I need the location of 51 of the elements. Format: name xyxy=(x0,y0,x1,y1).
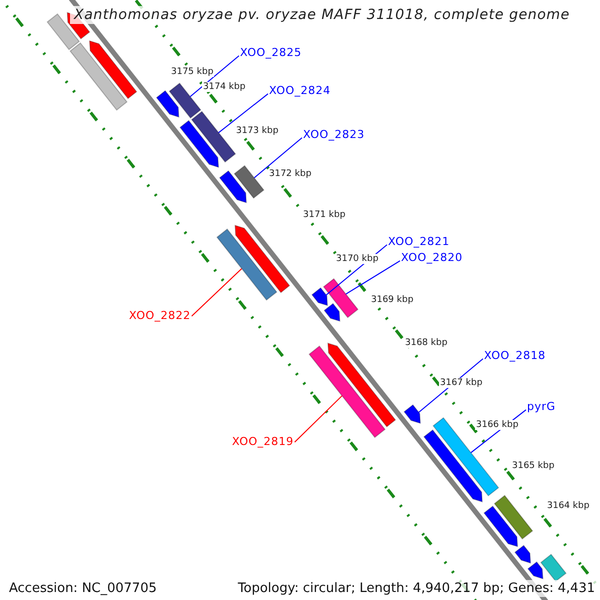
gene-feature xyxy=(234,165,264,199)
gene-feature xyxy=(179,120,220,168)
scale-label: 3169 kbp xyxy=(370,295,414,305)
leader-line xyxy=(218,93,268,134)
gene-feature xyxy=(168,82,202,119)
gene-feature xyxy=(308,345,386,438)
gene-label: XOO_2821 xyxy=(388,235,450,248)
gene-feature xyxy=(540,554,567,582)
scale-label: 3164 kbp xyxy=(546,501,590,511)
scale-label: 3167 kbp xyxy=(439,378,484,388)
gene-feature xyxy=(216,228,278,301)
gene-feature xyxy=(432,417,500,496)
scale-label: 3172 kbp xyxy=(268,169,312,179)
gene-feature xyxy=(156,90,180,118)
gene-feature xyxy=(514,544,532,564)
gene-label: XOO_2823 xyxy=(303,128,365,141)
gene-feature xyxy=(311,287,328,306)
gene-feature xyxy=(404,404,421,424)
info-text: Topology: circular; Length: 4,940,217 bp; Genes: 4,431 xyxy=(234,580,598,597)
leader-line xyxy=(254,137,302,178)
scale-label: 3168 kbp xyxy=(404,338,448,348)
leader-line xyxy=(190,55,240,98)
scale-label: 3174 kbp xyxy=(202,82,246,92)
gene-feature xyxy=(423,429,483,502)
leader-line xyxy=(191,268,242,317)
gene-label: XOO_2825 xyxy=(240,46,302,59)
scale-label: 3171 kbp xyxy=(302,210,346,220)
gene-feature xyxy=(191,110,236,163)
gene-label: XOO_2822 xyxy=(129,309,191,322)
scale-label: 3175 kbp xyxy=(170,67,214,77)
gene-label: XOO_2818 xyxy=(484,349,546,362)
gene-label: XOO_2819 xyxy=(232,435,294,448)
scale-label: 3173 kbp xyxy=(235,126,280,136)
gene-label: pyrG xyxy=(527,400,556,413)
scale-label: 3165 kbp xyxy=(511,461,556,471)
gene-feature xyxy=(494,494,534,540)
gene-label: XOO_2824 xyxy=(269,84,331,97)
gene-label: XOO_2820 xyxy=(401,251,463,264)
gene-feature xyxy=(324,302,340,322)
scale-label: 3170 kbp xyxy=(335,254,380,264)
gene-feature xyxy=(322,278,359,318)
gene-feature xyxy=(327,342,396,428)
gene-feature xyxy=(89,40,138,100)
scale-label: 3166 kbp xyxy=(475,420,520,430)
gene-feature xyxy=(527,561,544,580)
gene-feature xyxy=(483,506,518,548)
leader-line xyxy=(294,395,342,443)
gene-feature xyxy=(70,42,128,111)
gene-feature xyxy=(219,170,247,204)
gene-feature xyxy=(234,224,290,294)
leader-line xyxy=(345,260,400,295)
